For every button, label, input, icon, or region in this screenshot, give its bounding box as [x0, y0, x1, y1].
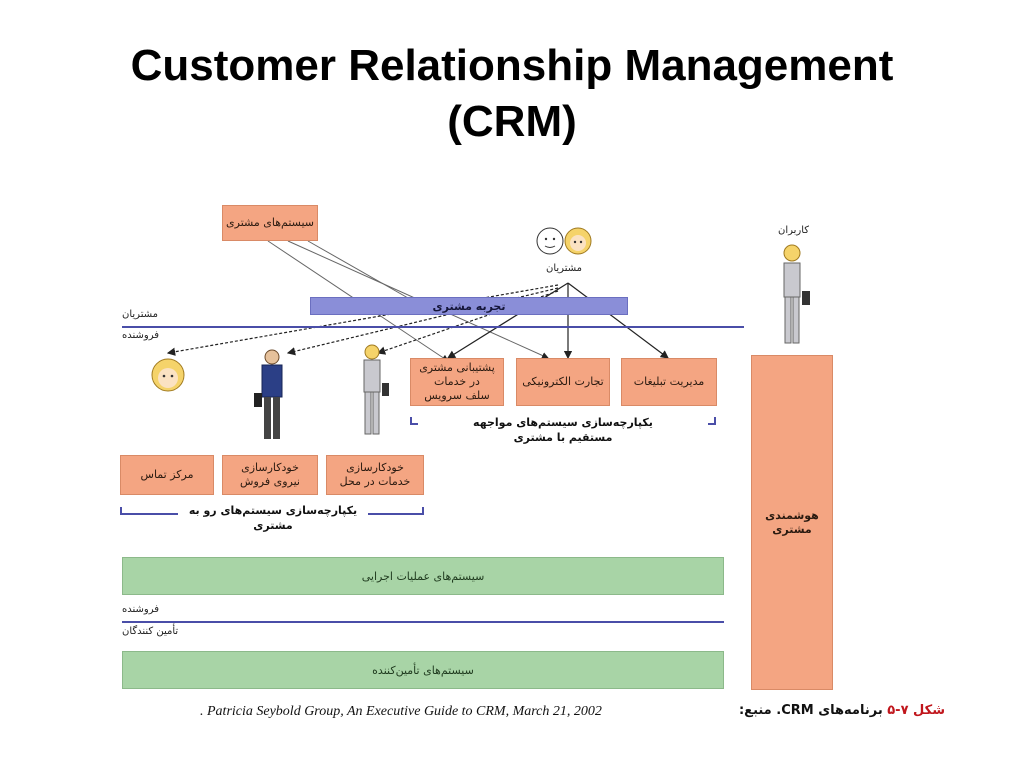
- customer-systems-label: سیستم‌های مشتری: [226, 216, 314, 229]
- contact-center-box: مرکز تماس: [120, 455, 214, 495]
- customer-intelligence-box: هوشمندی مشتری: [751, 355, 833, 690]
- intelligence-line-1: هوشمندی: [765, 508, 819, 522]
- sales-force-line-1: خودکارسازی: [241, 461, 299, 474]
- marketing-management-label: مدیریت تبلیغات: [633, 375, 705, 388]
- field-service-person-icon: [363, 344, 389, 435]
- self-service-line-3: سلف سرویس: [424, 389, 490, 402]
- intelligence-line-2: مشتری: [772, 522, 812, 536]
- slide-title: Customer Relationship Management (CRM): [0, 38, 1024, 150]
- contact-person-icon: [151, 358, 185, 392]
- seller-supplier-line: [122, 621, 724, 623]
- title-line-1: Customer Relationship Management: [130, 41, 894, 90]
- self-service-support-box: پشتیبانی مشتری در خدمات سلف سرویس: [410, 358, 504, 406]
- field-service-line-2: خدمات در محل: [339, 475, 411, 488]
- customers-label: مشتریان: [546, 263, 582, 274]
- marketing-management-box: مدیریت تبلیغات: [621, 358, 717, 406]
- field-service-line-1: خودکارسازی: [346, 461, 404, 474]
- contact-center-label: مرکز تماس: [140, 468, 194, 481]
- face-caption-line-1: یکپارچه‌سازی سیستم‌های رو به: [188, 504, 358, 517]
- direct-integration-caption: یکپارچه‌سازی سیستم‌های مواجهه مستقیم با …: [418, 415, 708, 445]
- line-customers-label: مشتریان: [122, 309, 158, 320]
- supplier-systems-label: سیستم‌های تأمین‌کننده: [372, 663, 474, 677]
- direct-caption-line-1: یکپارچه‌سازی سیستم‌های مواجهه: [473, 416, 653, 429]
- figure-number: شکل ۷-۵: [887, 703, 945, 718]
- figure-caption-fa: شکل ۷-۵ برنامه‌های CRM. منبع:: [739, 703, 945, 718]
- supplier-systems-band: سیستم‌های تأمین‌کننده: [122, 651, 724, 689]
- operational-systems-label: سیستم‌های عملیات اجرایی: [361, 569, 485, 583]
- self-service-line-2: در خدمات: [434, 375, 480, 388]
- ecommerce-label: تجارت الکترونیکی: [522, 375, 604, 388]
- field-service-automation-box: خودکارسازی خدمات در محل: [326, 455, 424, 495]
- user-person-icon: [783, 244, 810, 344]
- seller-label-2: فروشنده: [122, 604, 160, 615]
- connector-lines: [166, 240, 669, 362]
- crm-diagram: سیستم‌های مشتری مشتریان کاربران تجربه مش…: [118, 193, 838, 693]
- direct-caption-line-2: مستقیم با مشتری: [513, 431, 613, 444]
- customer-experience-bar: تجربه مشتری: [310, 297, 628, 315]
- customers-seller-line: [122, 326, 744, 328]
- sales-force-line-2: نیروی فروش: [240, 475, 300, 488]
- ecommerce-box: تجارت الکترونیکی: [516, 358, 610, 406]
- figure-caption: . Patricia Seybold Group, An Executive G…: [200, 700, 945, 726]
- suppliers-label: تأمین کنندگان: [122, 626, 179, 637]
- sales-force-automation-box: خودکارسازی نیروی فروش: [222, 455, 318, 495]
- customer-experience-label: تجربه مشتری: [432, 299, 506, 313]
- customer-systems-box: سیستم‌های مشتری: [222, 205, 318, 241]
- customers-faces-icon: [536, 227, 592, 255]
- users-label: کاربران: [778, 225, 810, 236]
- face-caption-line-2: مشتری: [253, 519, 293, 532]
- source-citation: . Patricia Seybold Group, An Executive G…: [200, 704, 602, 719]
- face-integration-caption: یکپارچه‌سازی سیستم‌های رو به مشتری: [178, 503, 368, 533]
- operational-systems-band: سیستم‌های عملیات اجرایی: [122, 557, 724, 595]
- salesperson-icon: [254, 349, 283, 439]
- figure-caption-text: برنامه‌های CRM. منبع:: [738, 703, 883, 718]
- self-service-line-1: پشتیبانی مشتری: [419, 361, 495, 374]
- title-line-2: (CRM): [447, 97, 577, 146]
- line-seller-label: فروشنده: [122, 330, 160, 341]
